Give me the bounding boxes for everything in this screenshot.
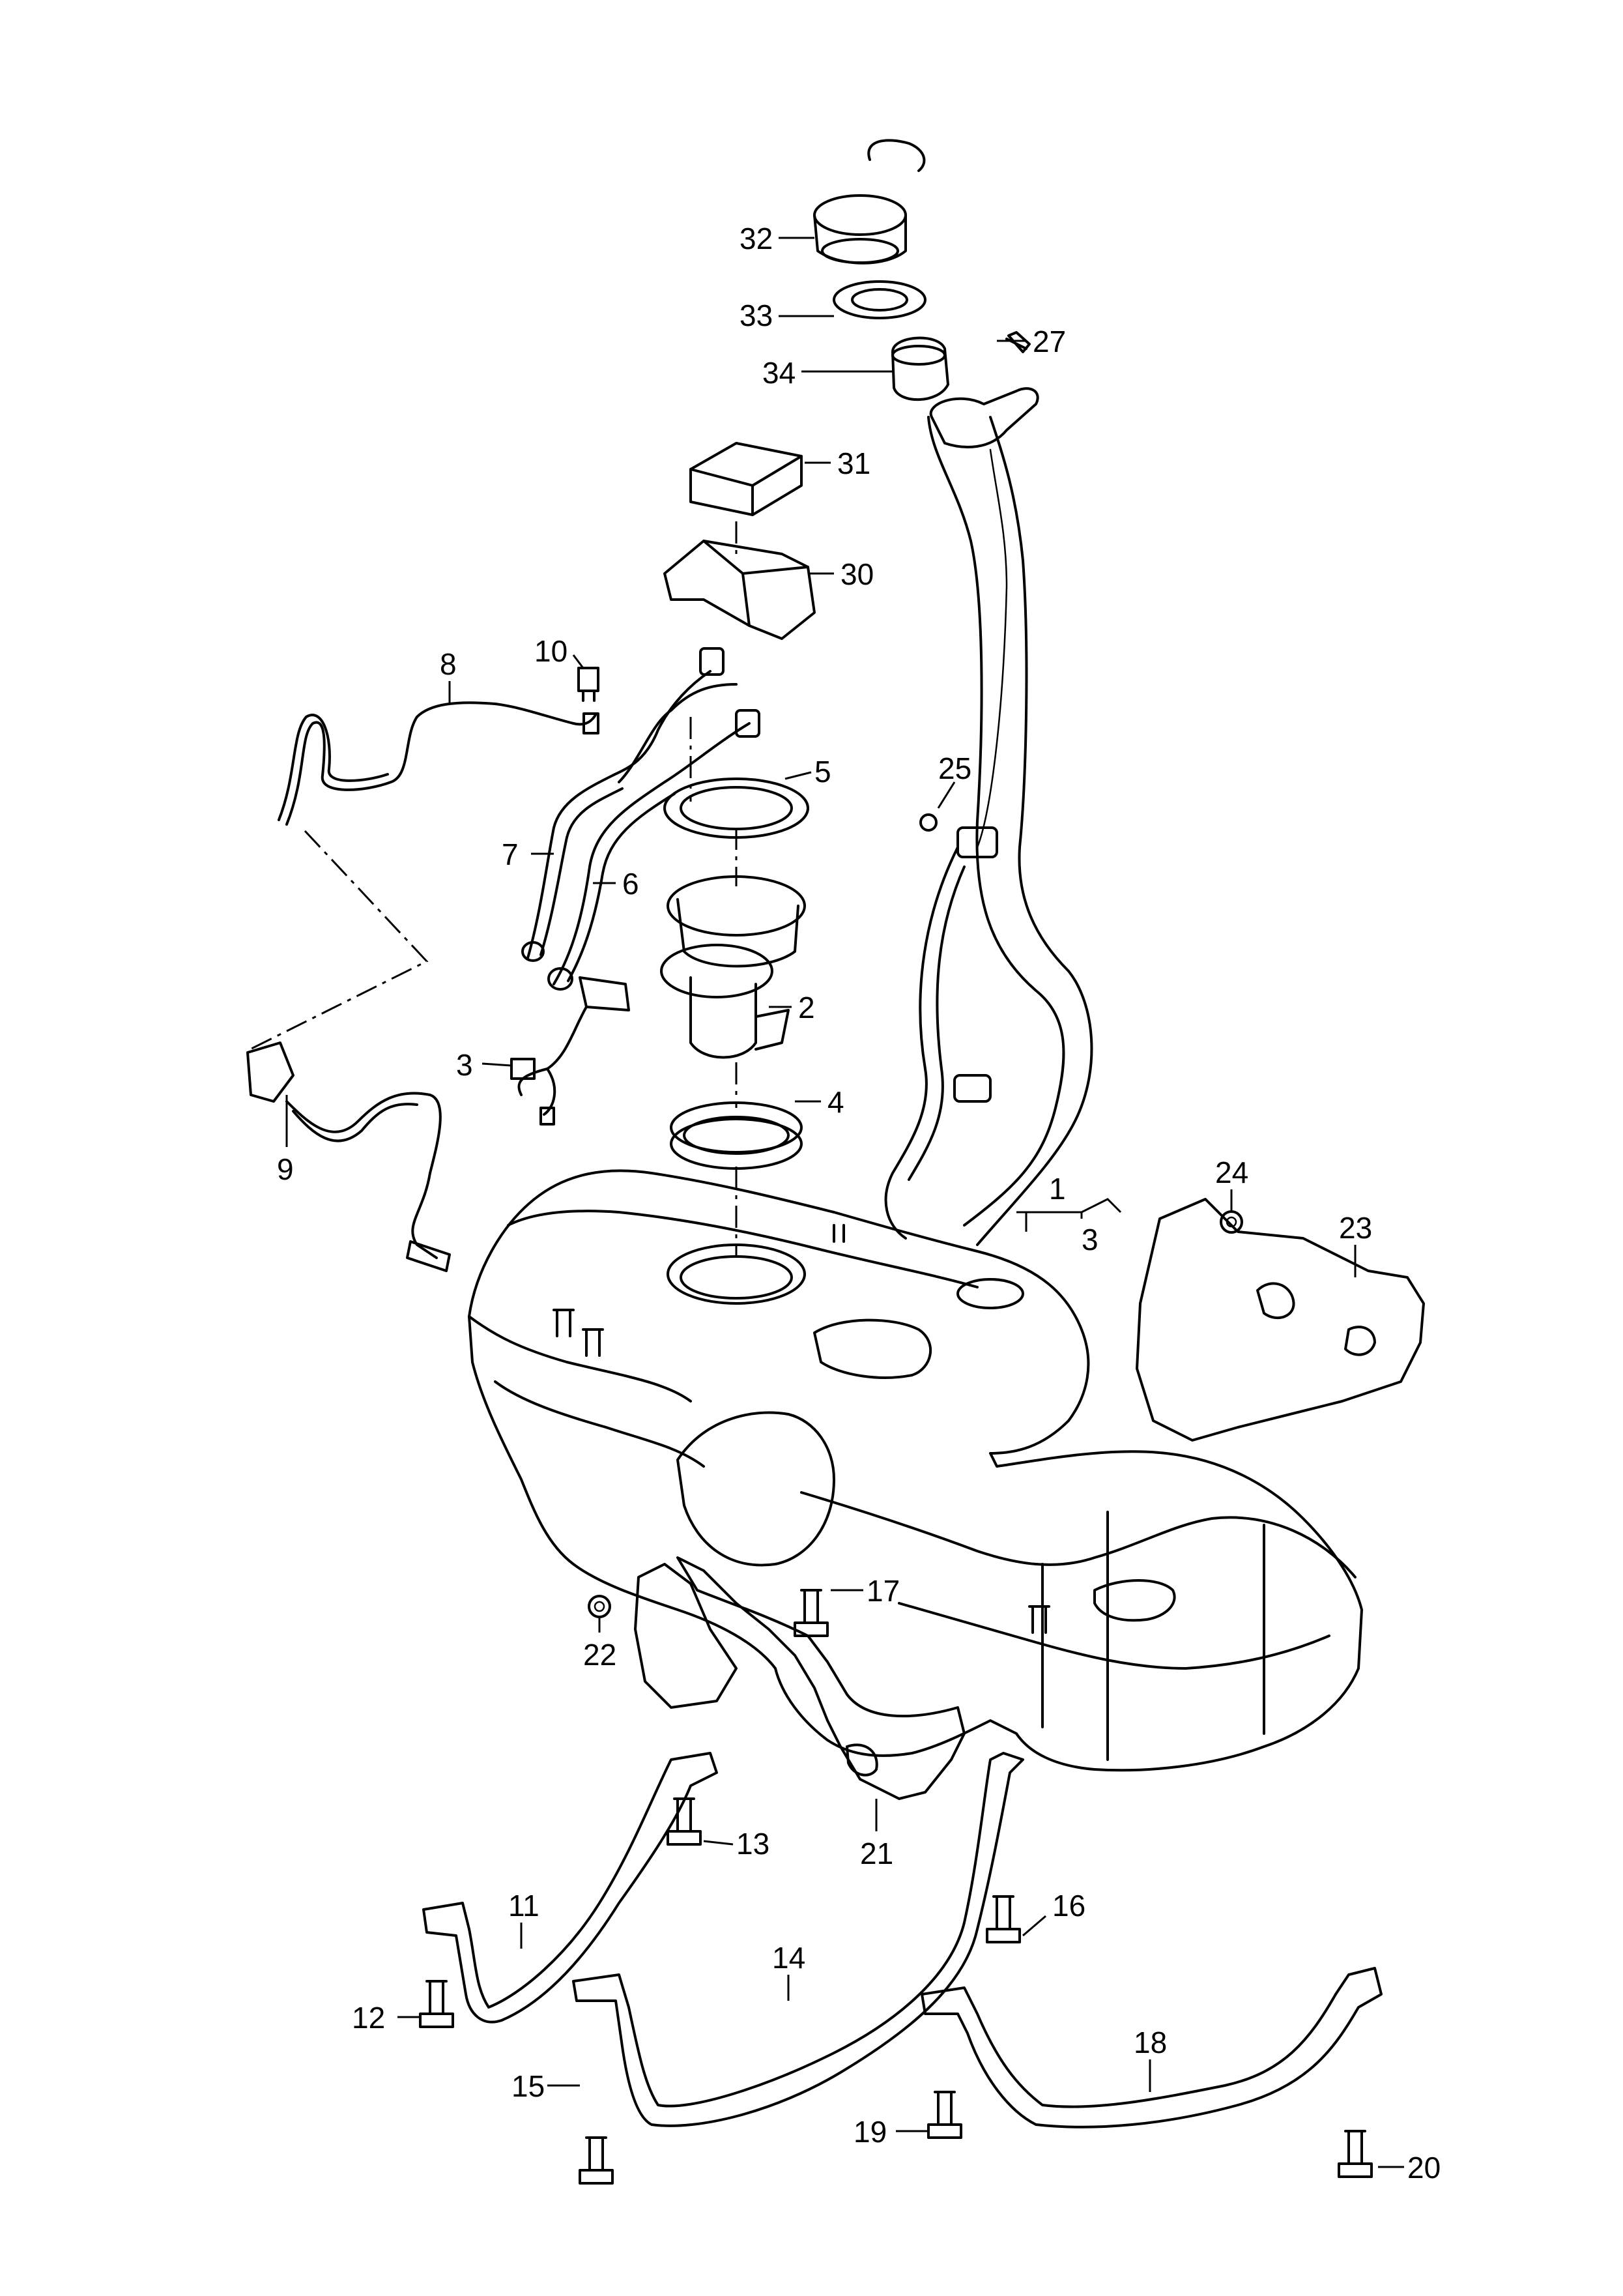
callout-18: 18 — [1134, 2026, 1167, 2059]
filler-screw — [1005, 331, 1031, 353]
callout-24: 24 — [1215, 1155, 1248, 1189]
connector-10 — [577, 667, 599, 734]
fuel-line-7 — [526, 670, 738, 959]
strap-bolts — [419, 1797, 1373, 2185]
rivet-24 — [1220, 1210, 1243, 1234]
callout-20: 20 — [1407, 2151, 1441, 2185]
control-unit — [689, 442, 803, 516]
callout-19: 19 — [854, 2115, 887, 2149]
callout-13: 13 — [736, 1827, 769, 1861]
callout-7: 7 — [502, 837, 519, 871]
hose-clip — [953, 826, 998, 1103]
fuel-filler-cap — [813, 139, 926, 265]
strap-11 — [422, 1752, 718, 2024]
callout-3-left: 3 — [456, 1048, 473, 1082]
callout-30: 30 — [840, 557, 874, 591]
assembly-axis-lines — [247, 521, 738, 1258]
callout-6: 6 — [622, 867, 639, 901]
callout-9: 9 — [277, 1152, 294, 1186]
fuel-pump-2 — [660, 875, 806, 1059]
fuel-line-8 — [278, 701, 597, 826]
callout-labels: 32 33 34 27 31 30 8 10 25 5 7 6 2 3 4 9 … — [277, 222, 1441, 2185]
rivet-22 — [588, 1595, 611, 1618]
filler-neck-pipe — [884, 387, 1093, 1246]
filler-neck-housing — [891, 336, 949, 401]
fuel-line-connector — [521, 647, 760, 991]
callout-25: 25 — [938, 751, 971, 785]
callout-16: 16 — [1052, 1889, 1085, 1923]
callout-12: 12 — [352, 2001, 385, 2035]
callout-34: 34 — [762, 356, 796, 390]
filler-ring — [833, 280, 926, 319]
callout-15: 15 — [511, 2069, 545, 2103]
fuel-tank — [468, 1169, 1363, 1772]
strap-18 — [921, 1967, 1383, 2129]
sensor-9 — [246, 1041, 451, 1272]
callout-10: 10 — [534, 634, 567, 668]
callout-5: 5 — [814, 755, 831, 789]
seal-ring-4 — [670, 1101, 803, 1170]
heat-shield-21 — [634, 1556, 966, 1800]
callout-21: 21 — [860, 1837, 893, 1870]
fuel-line-6 — [553, 722, 751, 985]
bolt-17 — [794, 1589, 829, 1637]
callout-33: 33 — [740, 298, 773, 332]
control-unit-bracket — [663, 540, 816, 640]
tank-opening — [667, 1243, 1024, 1309]
callout-3-right: 3 — [1082, 1223, 1099, 1257]
callout-23: 23 — [1339, 1211, 1372, 1245]
callout-32: 32 — [740, 222, 773, 255]
callout-2: 2 — [798, 991, 815, 1024]
leader-lines — [285, 237, 1404, 2168]
callout-17: 17 — [867, 1574, 900, 1608]
clip-bolt — [919, 813, 938, 832]
tank-studs — [553, 1224, 1050, 1634]
callout-27: 27 — [1033, 325, 1066, 358]
strap-14 — [572, 1752, 1024, 2127]
heat-shield-23 — [1136, 1198, 1425, 1442]
callout-1: 1 — [1049, 1172, 1066, 1206]
callout-31: 31 — [837, 446, 870, 480]
callout-11: 11 — [508, 1889, 539, 1923]
callout-14: 14 — [772, 1941, 805, 1975]
callout-22: 22 — [583, 1638, 616, 1672]
sender-unit-3 — [510, 976, 630, 1126]
callout-4: 4 — [827, 1085, 844, 1119]
callout-8: 8 — [440, 647, 457, 681]
